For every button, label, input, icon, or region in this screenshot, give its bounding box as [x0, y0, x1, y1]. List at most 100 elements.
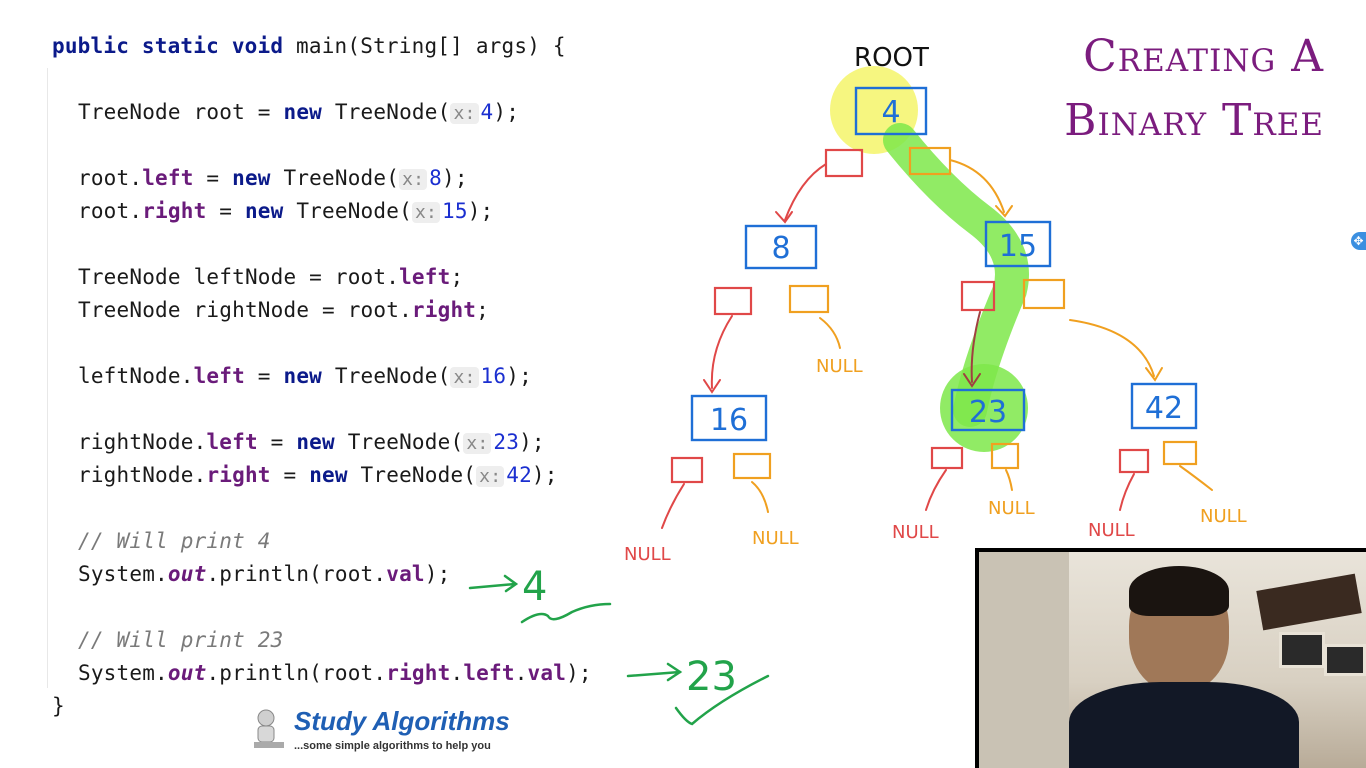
code-line-rightnode-right: rightNode.right = new TreeNode(x:42); — [78, 463, 558, 487]
study-algorithms-logo: Study Algorithms ...some simple algorith… — [250, 704, 530, 760]
keyword: new — [244, 199, 284, 223]
tree-node — [1130, 382, 1198, 430]
path-highlight — [883, 123, 1029, 427]
check-mark — [674, 674, 770, 726]
code-text: ; — [476, 298, 489, 322]
code-text: TreeNode( — [322, 100, 451, 124]
null-label: NULL — [892, 522, 939, 543]
keyword: new — [283, 100, 323, 124]
null-label: NULL — [624, 544, 671, 565]
code-text: = — [257, 430, 297, 454]
node-value: 42 — [1145, 391, 1183, 426]
logo-subtitle: ...some simple algorithms to help you — [294, 740, 491, 752]
code-line-main: public static void main(String[] args) { — [52, 34, 566, 58]
tree-node — [690, 394, 768, 442]
code-text: TreeNode rightNode = root. — [78, 298, 412, 322]
keyword: new — [232, 166, 271, 190]
code-text: ); — [531, 463, 558, 487]
node-value: 8 — [771, 231, 790, 266]
param-hint: x: — [411, 202, 441, 223]
code-text: ); — [493, 100, 520, 124]
node-value: 16 — [710, 403, 748, 438]
field: right — [411, 298, 477, 322]
mascot-icon — [254, 709, 284, 748]
code-line-rightnode-left: rightNode.left = new TreeNode(x:23); — [78, 430, 545, 454]
number-literal: 16 — [480, 364, 507, 388]
keyword: new — [309, 463, 348, 487]
code-text: . — [450, 661, 464, 685]
field: right — [142, 199, 207, 223]
param-hint: x: — [450, 367, 479, 388]
code-text: ); — [442, 166, 468, 190]
logo-title: Study Algorithms — [294, 706, 510, 736]
field: left — [193, 364, 245, 388]
number-literal: 8 — [429, 166, 443, 190]
code-line-print-23: System.out.println(root.right.left.val); — [78, 661, 592, 685]
code-text: TreeNode( — [334, 430, 464, 454]
field: left — [399, 265, 451, 289]
number-literal: 42 — [506, 463, 532, 487]
code-text: main(String[] args) { — [283, 34, 566, 58]
code-text: TreeNode( — [270, 166, 400, 190]
keyword: new — [283, 364, 323, 388]
number-literal: 15 — [442, 199, 468, 223]
code-line-print-root: System.out.println(root.val); — [78, 562, 450, 586]
closing-brace: } — [52, 694, 65, 718]
field: right — [206, 463, 271, 487]
code-text: TreeNode root = — [78, 100, 284, 124]
page-title: Creating A Binary Tree — [1064, 25, 1324, 153]
code-text: System. — [78, 661, 168, 685]
null-label: NULL — [752, 528, 799, 549]
code-line-root: TreeNode root = new TreeNode(x:4); — [78, 100, 519, 124]
null-label: NULL — [1200, 506, 1247, 527]
code-text: ; — [450, 265, 464, 289]
tree-node — [984, 220, 1052, 268]
code-text: ); — [519, 430, 545, 454]
field: out — [167, 661, 207, 685]
webcam-overlay — [975, 548, 1366, 768]
field: left — [206, 430, 258, 454]
arrow-out-23 — [626, 670, 682, 678]
code-line-leftnode-left: leftNode.left = new TreeNode(x:16); — [78, 364, 532, 388]
code-text: = — [193, 166, 233, 190]
code-line-rightnode: TreeNode rightNode = root.right; — [78, 298, 489, 322]
code-line-root-right: root.right = new TreeNode(x:15); — [78, 199, 493, 223]
root-label: ROOT — [854, 43, 929, 73]
code-text: root. — [78, 166, 143, 190]
tree-node — [950, 388, 1026, 432]
code-text: ); — [566, 661, 592, 685]
code-text: System. — [78, 562, 168, 586]
code-text: ); — [467, 199, 494, 223]
code-line-root-left: root.left = new TreeNode(x:8); — [78, 166, 468, 190]
side-toolbar-icon[interactable]: ✥ — [1351, 232, 1366, 250]
code-editor: public static void main(String[] args) {… — [0, 0, 640, 768]
null-label: NULL — [816, 356, 863, 377]
code-text: = — [244, 364, 284, 388]
null-label: NULL — [988, 498, 1035, 519]
param-hint: x: — [463, 433, 492, 454]
code-indent-guide — [47, 68, 48, 688]
code-text: TreeNode( — [322, 364, 451, 388]
code-text: . — [514, 661, 528, 685]
field: out — [167, 562, 207, 586]
webcam-video — [979, 552, 1366, 768]
tree-node — [854, 86, 928, 136]
keyword: new — [296, 430, 335, 454]
code-text: .println(root. — [206, 562, 387, 586]
keyword: static — [141, 34, 219, 58]
null-label: NULL — [1088, 520, 1135, 541]
tree-node — [744, 224, 818, 270]
code-text: ); — [506, 364, 532, 388]
code-text: .println(root. — [206, 661, 387, 685]
code-text: rightNode. — [78, 463, 207, 487]
field: left — [142, 166, 194, 190]
code-text: = — [270, 463, 310, 487]
code-text: root. — [78, 199, 143, 223]
code-comment: // Will print 4 — [78, 529, 271, 553]
code-comment: // Will print 23 — [78, 628, 284, 652]
binary-tree-diagram: ROOT — [624, 43, 1247, 565]
param-hint: x: — [476, 466, 505, 487]
field: val — [386, 562, 425, 586]
node-value: 15 — [999, 229, 1037, 264]
